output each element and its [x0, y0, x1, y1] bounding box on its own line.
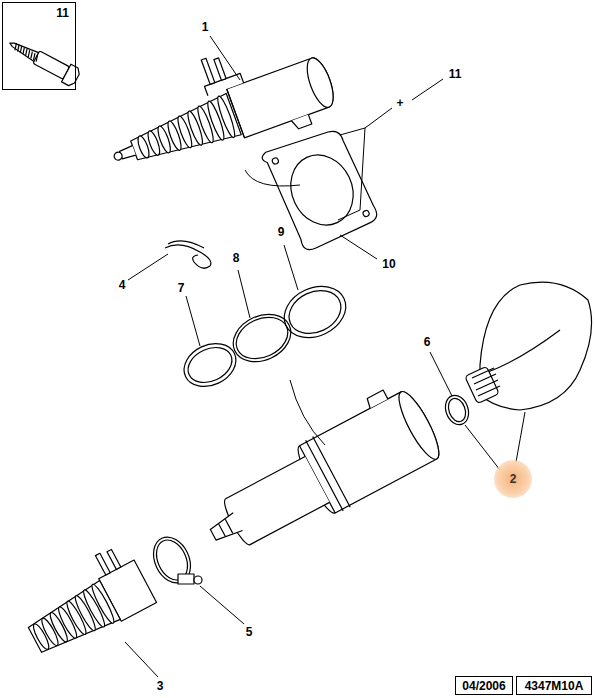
thread-stroke: [32, 53, 37, 60]
o-ring: [442, 392, 473, 428]
leader-lines: [125, 36, 525, 677]
slave-cylinder: [191, 378, 447, 570]
callout-text: 4347M10A: [525, 679, 584, 693]
callout-number: 4: [118, 278, 127, 292]
retaining-clip: [165, 241, 211, 268]
callout-number: 10: [381, 257, 396, 271]
date-box: 04/2006: [455, 676, 513, 695]
callout-number: 11: [448, 67, 463, 81]
callout-number: 9: [277, 225, 286, 239]
callout-number: +: [395, 96, 404, 110]
thread-stroke: [24, 49, 29, 56]
accumulator-sphere: [465, 282, 592, 410]
thread-stroke: [34, 54, 39, 61]
thread-stroke: [16, 45, 21, 52]
callout-text: 04/2006: [462, 679, 505, 693]
callout-number: 5: [245, 625, 254, 639]
dust-boot: [13, 541, 156, 661]
thread-stroke: [18, 46, 23, 53]
seal-rings: [177, 277, 354, 395]
callout-number: 8: [232, 251, 241, 265]
thread-stroke: [29, 52, 34, 59]
callout-number: 1: [201, 20, 210, 34]
callout-text: 11: [56, 6, 69, 20]
thread-stroke: [13, 43, 18, 50]
callout-text: 2: [510, 472, 517, 486]
thread-stroke: [26, 50, 31, 57]
callout-number: 6: [423, 335, 432, 349]
bellows-rib: [136, 135, 151, 160]
inset-box: 11: [2, 2, 76, 90]
callout-number: 3: [156, 679, 165, 693]
screw-symbol: [5, 34, 81, 87]
reference-box: 4347M10A: [516, 676, 592, 695]
bellows-rib: [31, 622, 51, 651]
callout-number: 7: [177, 281, 186, 295]
highlight-circle: 2: [494, 460, 532, 498]
o-ring-inner: [445, 396, 468, 424]
thread-stroke: [21, 47, 26, 54]
hose-clamp: [146, 531, 202, 589]
